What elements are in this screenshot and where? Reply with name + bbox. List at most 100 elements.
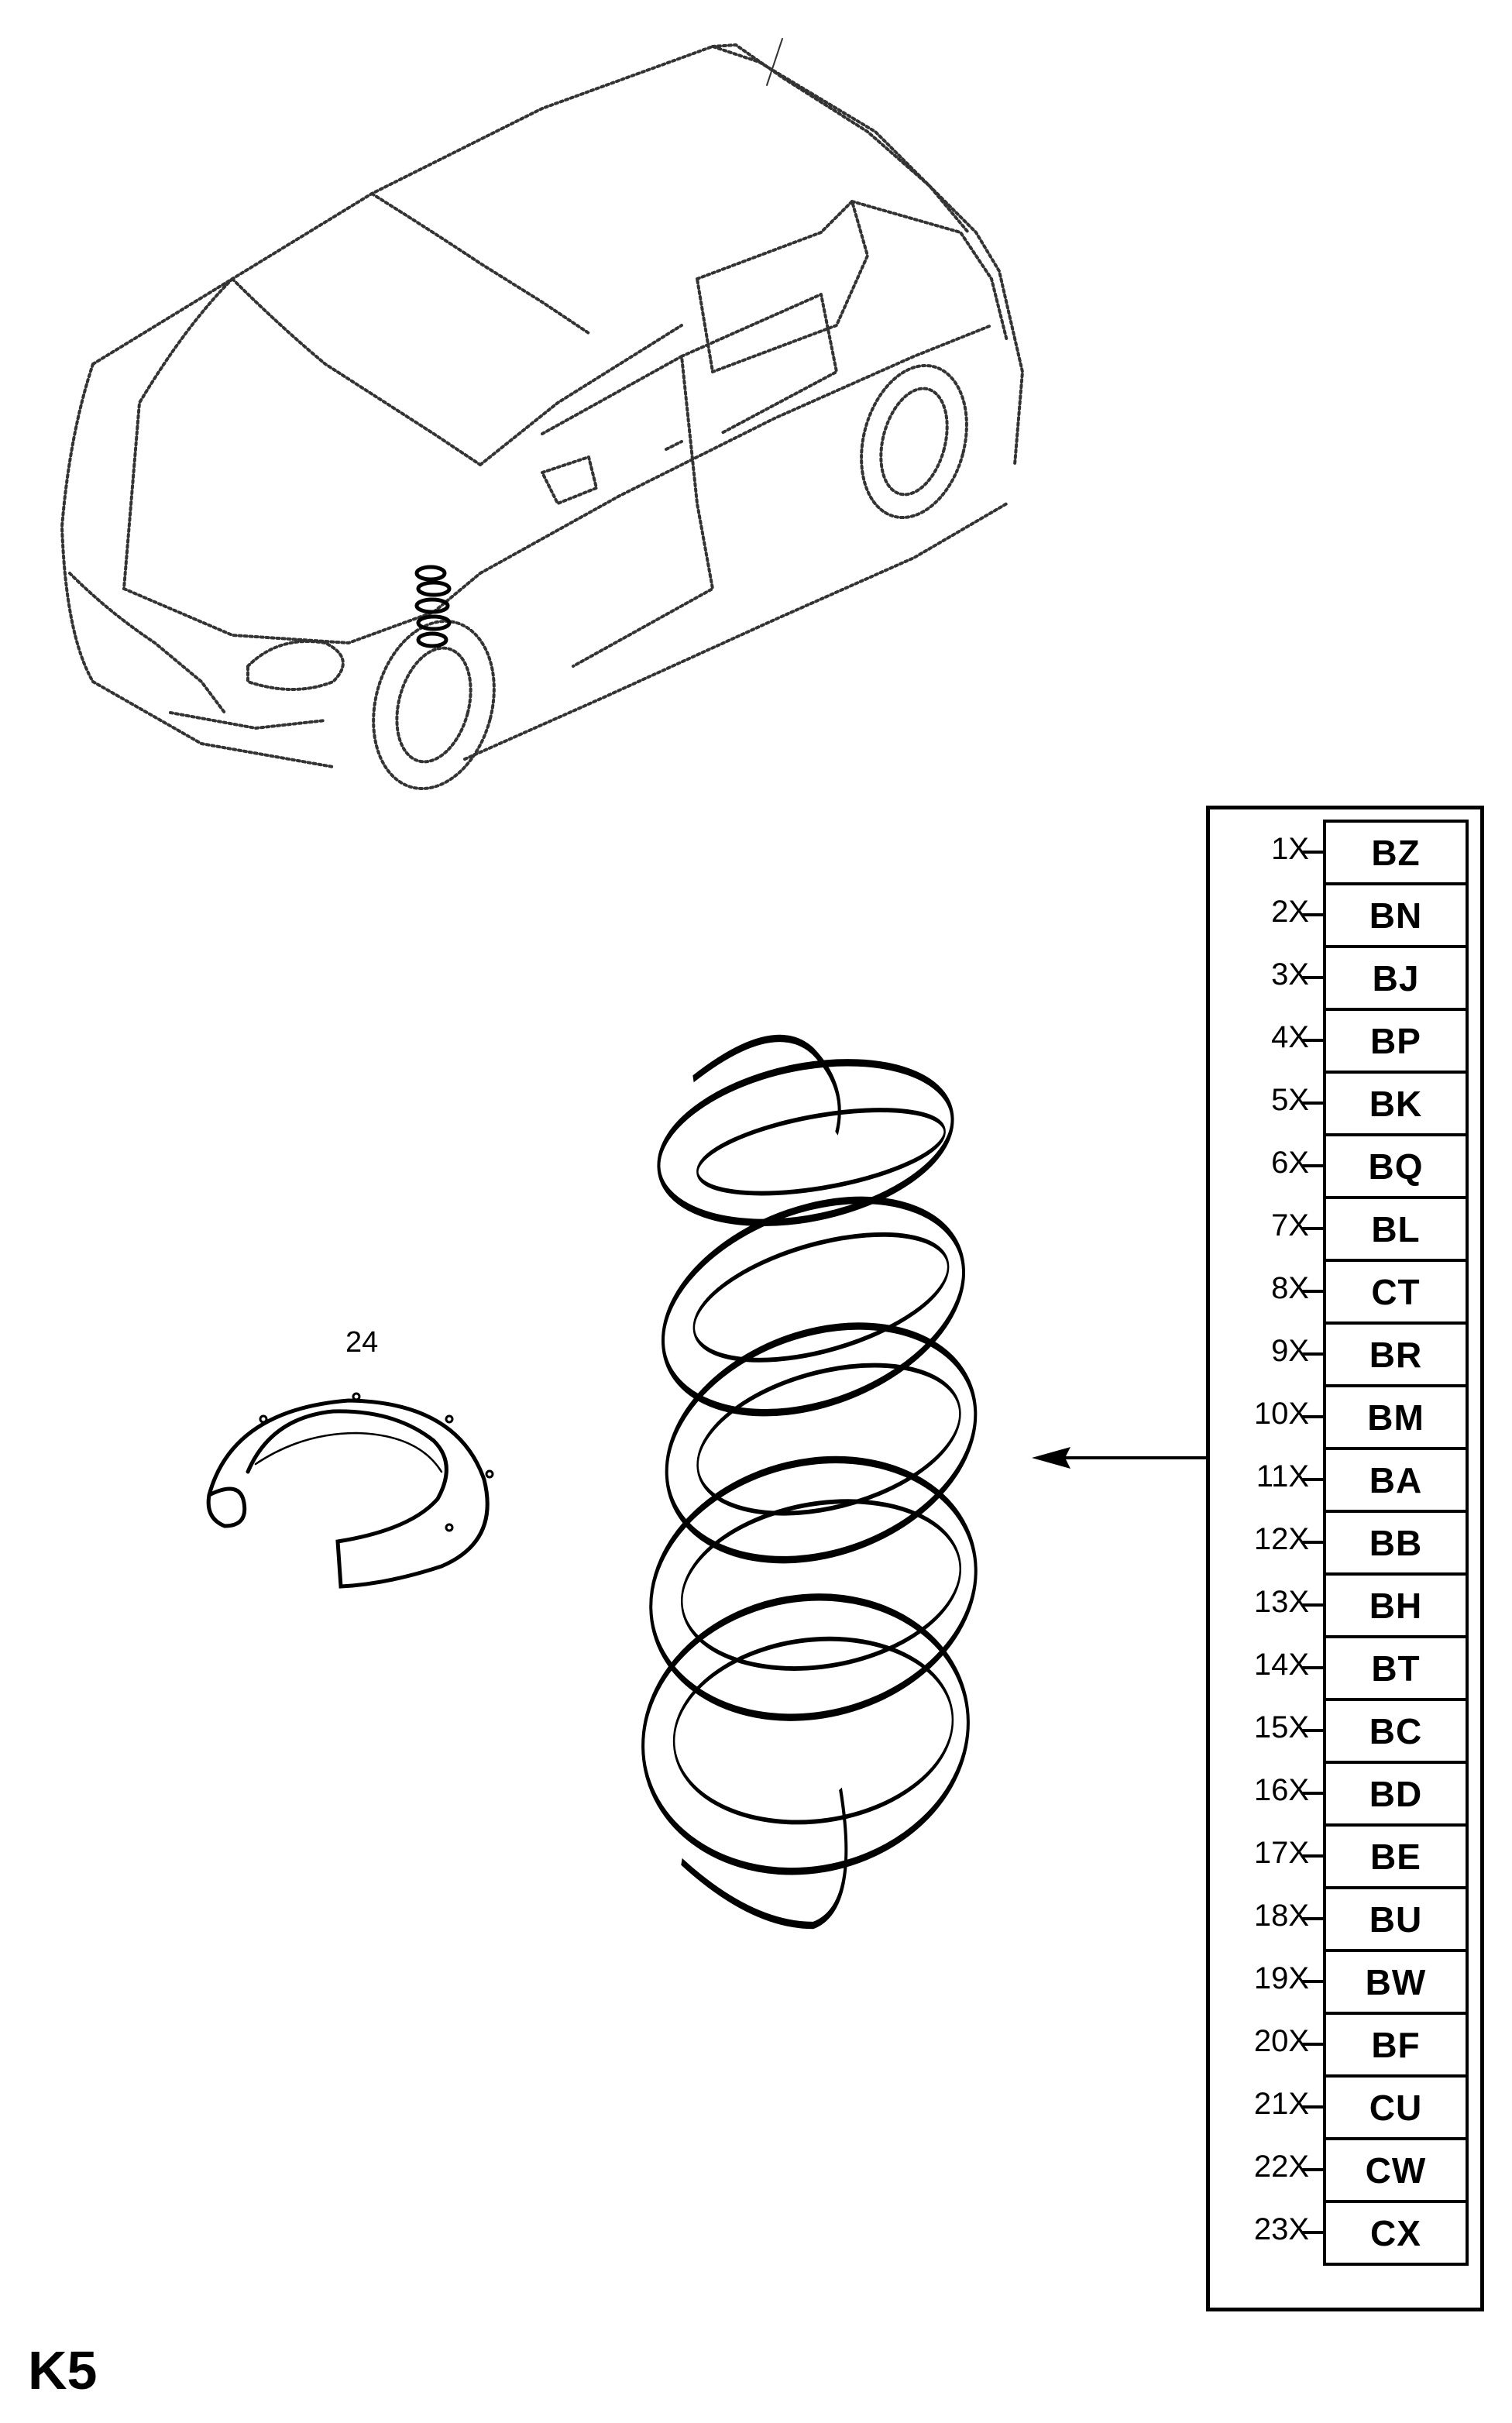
legend-quantity-label: 5X (1271, 1083, 1309, 1117)
legend-quantity-label: 13X (1253, 1585, 1309, 1619)
car-headlight (246, 640, 345, 691)
legend-code-cell[interactable]: BJ (1326, 948, 1466, 1011)
spring-seat-illustration (206, 1392, 494, 1589)
legend-quantity-label: 17X (1253, 1836, 1309, 1870)
legend-quantity-label: 19X (1253, 1961, 1309, 1995)
car-a-pillar (479, 324, 683, 466)
spring-coil-3 (665, 1322, 978, 1564)
legend-leader-line (1301, 913, 1325, 916)
legend-leader-line (1301, 1729, 1325, 1732)
car-windshield-top (370, 192, 590, 335)
car-side-sill (463, 502, 1009, 761)
legend-leader-line (1301, 2043, 1325, 2046)
spring-top-end (692, 1034, 841, 1136)
car-front-wheel (372, 619, 496, 791)
legend-leader-line (1301, 1792, 1325, 1795)
legend-quantity-label: 6X (1271, 1146, 1309, 1180)
legend-quantity-label: 15X (1253, 1710, 1309, 1744)
legend-leader-line (1301, 1980, 1325, 1983)
legend-leader-line (1301, 2105, 1325, 2109)
legend-leader-line (1301, 976, 1325, 979)
legend-quantity-label: 10X (1253, 1397, 1309, 1431)
legend-leader-line (1301, 1666, 1325, 1669)
legend-code-cell[interactable]: BM (1326, 1387, 1466, 1450)
legend-code-cell[interactable]: BA (1326, 1450, 1466, 1513)
legend-quantity-label: 20X (1253, 2024, 1309, 2058)
variant-legend-box (1206, 806, 1484, 2311)
car-antenna (766, 38, 783, 86)
legend-code-cell[interactable]: BZ (1326, 823, 1466, 885)
spring-coil-5 (641, 1593, 970, 1875)
legend-code-cell[interactable]: BC (1326, 1701, 1466, 1764)
legend-leader-line (1301, 1102, 1325, 1105)
legend-code-cell[interactable]: BE (1326, 1827, 1466, 1889)
legend-leader-line (1301, 1917, 1325, 1920)
legend-code-cell[interactable]: BD (1326, 1764, 1466, 1827)
legend-code-cell[interactable]: CW (1326, 2140, 1466, 2203)
legend-code-cell[interactable]: CX (1326, 2203, 1466, 2266)
legend-leader-line (1301, 1227, 1325, 1230)
legend-code-cell[interactable]: BT (1326, 1638, 1466, 1701)
coil-spring-illustration (641, 1034, 978, 1930)
legend-code-cell[interactable]: BQ (1326, 1136, 1466, 1199)
arrowhead-icon (1032, 1447, 1070, 1469)
car-rear-door (680, 293, 838, 435)
legend-quantity-label: 1X (1271, 832, 1309, 866)
legend-code-cell[interactable]: BN (1326, 885, 1466, 948)
spring-coil-1 (657, 1059, 954, 1227)
legend-leader-line (1301, 851, 1325, 854)
legend-leader-line (1301, 1039, 1325, 1042)
car-spring-highlight (414, 565, 452, 648)
car-side-beltline (479, 324, 993, 575)
legend-quantity-label: 16X (1253, 1773, 1309, 1807)
legend-quantity-label: 14X (1253, 1648, 1309, 1682)
legend-quantity-label: 7X (1271, 1208, 1309, 1242)
legend-leader-line (1301, 1164, 1325, 1167)
car-windshield (231, 277, 482, 466)
section-code: K5 (28, 2340, 98, 2401)
legend-code-cell[interactable]: BP (1326, 1011, 1466, 1074)
legend-leader-line (1301, 1415, 1325, 1418)
car-front-door (541, 355, 714, 668)
legend-code-cell[interactable]: BB (1326, 1513, 1466, 1576)
legend-code-cell[interactable]: BL (1326, 1199, 1466, 1262)
legend-quantity-label: 2X (1271, 895, 1309, 929)
spring-coil-4 (649, 1456, 978, 1721)
car-grille (68, 572, 226, 714)
legend-leader-line (1301, 2231, 1325, 2234)
legend-leader-line (1301, 1854, 1325, 1858)
legend-quantity-label: 4X (1271, 1020, 1309, 1054)
legend-quantity-label: 21X (1253, 2087, 1309, 2121)
pointer-arrow (1032, 1447, 1208, 1469)
part-callout-24[interactable]: 24 (345, 1326, 379, 1359)
legend-leader-line (1301, 1603, 1325, 1607)
car-lower-grille (169, 711, 327, 730)
car-rear-quarter (850, 200, 1009, 342)
legend-code-cell[interactable]: CU (1326, 2078, 1466, 2140)
legend-quantity-label: 9X (1271, 1334, 1309, 1368)
car-hood-line (122, 277, 234, 590)
legend-quantity-label: 22X (1253, 2150, 1309, 2184)
legend-code-cell[interactable]: BW (1326, 1952, 1466, 2015)
legend-code-cell[interactable]: CT (1326, 1262, 1466, 1325)
legend-code-cell[interactable]: BU (1326, 1889, 1466, 1952)
legend-code-cell[interactable]: BH (1326, 1576, 1466, 1638)
legend-quantity-label: 11X (1256, 1459, 1309, 1493)
car-hood (60, 363, 335, 768)
car-rear-wheel (860, 363, 968, 520)
legend-quantity-label: 12X (1253, 1522, 1309, 1556)
legend-quantity-label: 3X (1271, 957, 1309, 992)
legend-leader-line (1301, 1290, 1325, 1293)
legend-code-cell[interactable]: BR (1326, 1325, 1466, 1387)
legend-leader-line (1301, 1478, 1325, 1481)
legend-quantity-label: 8X (1271, 1271, 1309, 1305)
car-door-handle (665, 440, 683, 451)
car-roof-rear (711, 43, 970, 234)
legend-code-cell[interactable]: BK (1326, 1074, 1466, 1136)
legend-leader-line (1301, 2168, 1325, 2171)
legend-code-cell[interactable]: BF (1326, 2015, 1466, 2078)
car-rear-window (696, 200, 869, 373)
legend-leader-line (1301, 1352, 1325, 1356)
spring-coil-2 (661, 1196, 966, 1417)
